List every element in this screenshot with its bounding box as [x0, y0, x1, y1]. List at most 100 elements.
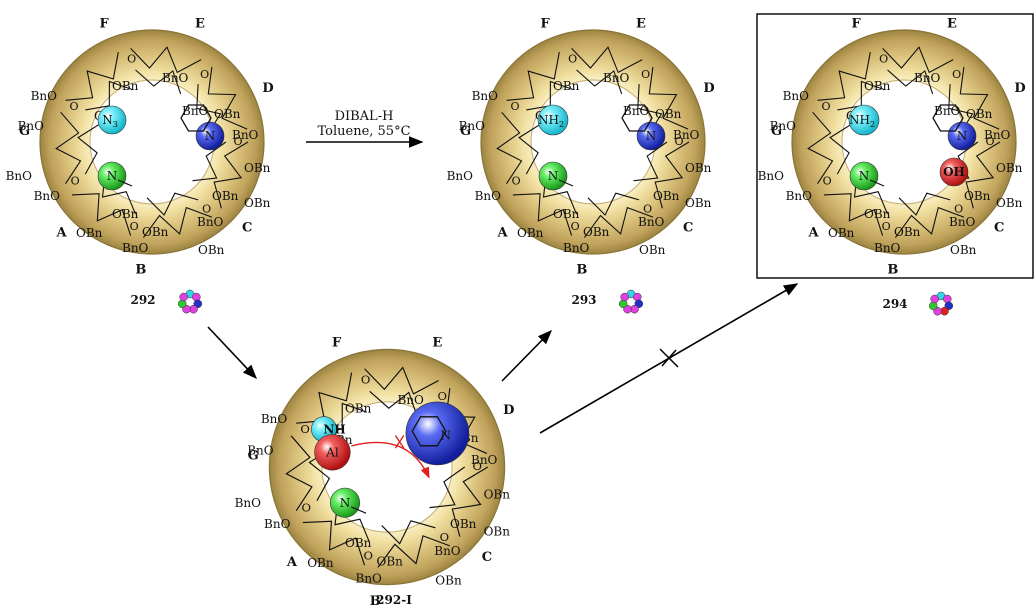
glycosidic-oxygen: O: [512, 174, 521, 187]
piperidine-n-label: N: [646, 129, 657, 143]
benzyl-ether-label: BnO: [934, 104, 961, 118]
mini-cyclodextrin-icon: [928, 291, 954, 316]
glucose-bond: [142, 206, 213, 238]
ring-letter-e: E: [195, 16, 205, 31]
glucose-bond: [381, 520, 436, 545]
mini-bead: [620, 292, 629, 302]
methyl-bond: [117, 179, 133, 187]
benzyl-ether-label: BnO: [235, 496, 262, 510]
benzyl-ether-label: OBn: [112, 207, 139, 221]
glycosidic-oxygen: O: [571, 220, 580, 233]
ring-letter-c: C: [482, 550, 492, 565]
n-methyl-label: N: [548, 169, 559, 183]
benzyl-ether-label: OBn: [244, 161, 271, 175]
glucose-bond: [192, 141, 227, 182]
mini-cyclodextrin-icon: [177, 289, 203, 314]
glucose-bond: [648, 66, 689, 130]
glycosidic-oxygen: O: [882, 220, 891, 233]
glucose-bond: [654, 141, 690, 209]
glycosidic-oxygen: O: [821, 100, 830, 113]
glycosidic-oxygen: O: [71, 174, 80, 187]
piperidine-n-label: N: [957, 129, 968, 143]
glucose-bond: [85, 80, 133, 111]
benzyl-ether-label: OBn: [142, 225, 169, 239]
benzyl-ether-label: OBn: [996, 196, 1023, 210]
compound-label-292: 292: [130, 293, 155, 307]
cyclodextrin-292-I: OOOOOOOOBnBnOBnOOBnBnOBnOOBnBnOBnOOBnBnO…: [235, 335, 515, 607]
benzyl-ether-label: BnO: [786, 189, 813, 203]
benzyl-ether-label: BnO: [182, 104, 209, 118]
glycosidic-oxygen: O: [130, 220, 139, 233]
benzyl-ether-label: BnO: [874, 241, 901, 255]
glucose-bond: [451, 466, 489, 537]
benzyl-ether-label: BnO: [758, 169, 785, 183]
glucose-bond: [965, 141, 1001, 209]
reagent-label: DIBAL-H: [335, 109, 394, 124]
benzyl-ether-label: OBn: [112, 79, 139, 93]
benzyl-ether-label: BnO: [459, 119, 486, 133]
benzyl-ether-label: OBn: [950, 243, 977, 257]
benzyl-ether-label: OBn: [685, 196, 712, 210]
glycosidic-oxygen: O: [202, 202, 211, 215]
ring-letter-a: A: [807, 226, 819, 241]
benzyl-ether-label: BnO: [623, 104, 650, 118]
aluminium-ball: [314, 434, 351, 471]
ring-letter-g: G: [460, 124, 471, 139]
cyclodextrin-293: OOOOOOOOBnBnOBnOOBnBnOBnOOBnBnOBnOOBnBnO…: [447, 16, 715, 277]
benzyl-ether-label: OBn: [966, 107, 993, 121]
glucose-bond: [506, 51, 560, 101]
ring-letter-e: E: [432, 335, 442, 350]
conditions-label: Toluene, 55°C: [317, 124, 410, 139]
benzyl-ether-label: OBn: [377, 555, 404, 569]
ring-letter-g: G: [771, 124, 782, 139]
ring-letter-b: B: [887, 263, 898, 278]
benzyl-ether-label: BnO: [18, 119, 45, 133]
glucose-bond: [894, 206, 965, 238]
benzyl-ether-label: OBn: [345, 401, 372, 415]
benzyl-ether-label: OBn: [864, 79, 891, 93]
glycosidic-oxygen: O: [643, 202, 652, 215]
glucose-bond: [633, 141, 668, 182]
benzyl-ether-label: OBn: [685, 161, 712, 175]
ring-letter-c: C: [994, 221, 1004, 236]
ring-letter-f: F: [540, 16, 550, 31]
benzyl-ether-label: BnO: [984, 128, 1011, 142]
ring-letter-b: B: [135, 263, 146, 278]
n-methyl-ball: [97, 161, 127, 191]
benzyl-ether-label: OBn: [484, 488, 511, 502]
benzyl-ether-label: OBn: [307, 556, 334, 570]
benzyl-ether-label: BnO: [673, 128, 700, 142]
ring-letter-b: B: [576, 263, 587, 278]
glycosidic-oxygen: O: [361, 372, 370, 386]
glucose-bond: [959, 66, 1000, 130]
ring-letter-e: E: [636, 16, 646, 31]
amine-ball: [848, 104, 880, 136]
glucose-bond: [587, 192, 640, 216]
glycosidic-oxygen: O: [301, 501, 310, 515]
benzyl-ether-label: BnO: [162, 71, 189, 85]
glycosidic-oxygen: O: [69, 100, 78, 113]
ring-letter-f: F: [332, 335, 342, 350]
compound-label-294: 294: [882, 297, 907, 311]
ring-letter-a: A: [496, 226, 508, 241]
benzyl-ether-label: BnO: [914, 71, 941, 85]
benzyl-ether-label: OBn: [484, 524, 511, 538]
glucose-bond: [302, 520, 366, 566]
glucose-bond: [77, 124, 99, 175]
benzyl-ether-label: BnO: [472, 89, 499, 103]
benzyl-ether-label: OBn: [214, 107, 241, 121]
glycosidic-oxygen: O: [233, 135, 242, 148]
ring-letter-c: C: [683, 221, 693, 236]
benzyl-ether-label: BnO: [232, 128, 259, 142]
glucose-bond: [55, 111, 82, 185]
ring-letter-d: D: [503, 403, 514, 418]
piperidine-ball: [947, 121, 977, 151]
glycosidic-oxygen: O: [200, 68, 209, 81]
benzyl-ether-label: BnO: [34, 189, 61, 203]
glycosidic-oxygen: O: [641, 68, 650, 81]
glycosidic-oxygen: O: [954, 202, 963, 215]
benzyl-ether-label: BnO: [447, 169, 474, 183]
ring-letter-g: G: [248, 448, 259, 463]
methyl-bond: [558, 179, 574, 187]
glucose-bond: [65, 51, 119, 101]
